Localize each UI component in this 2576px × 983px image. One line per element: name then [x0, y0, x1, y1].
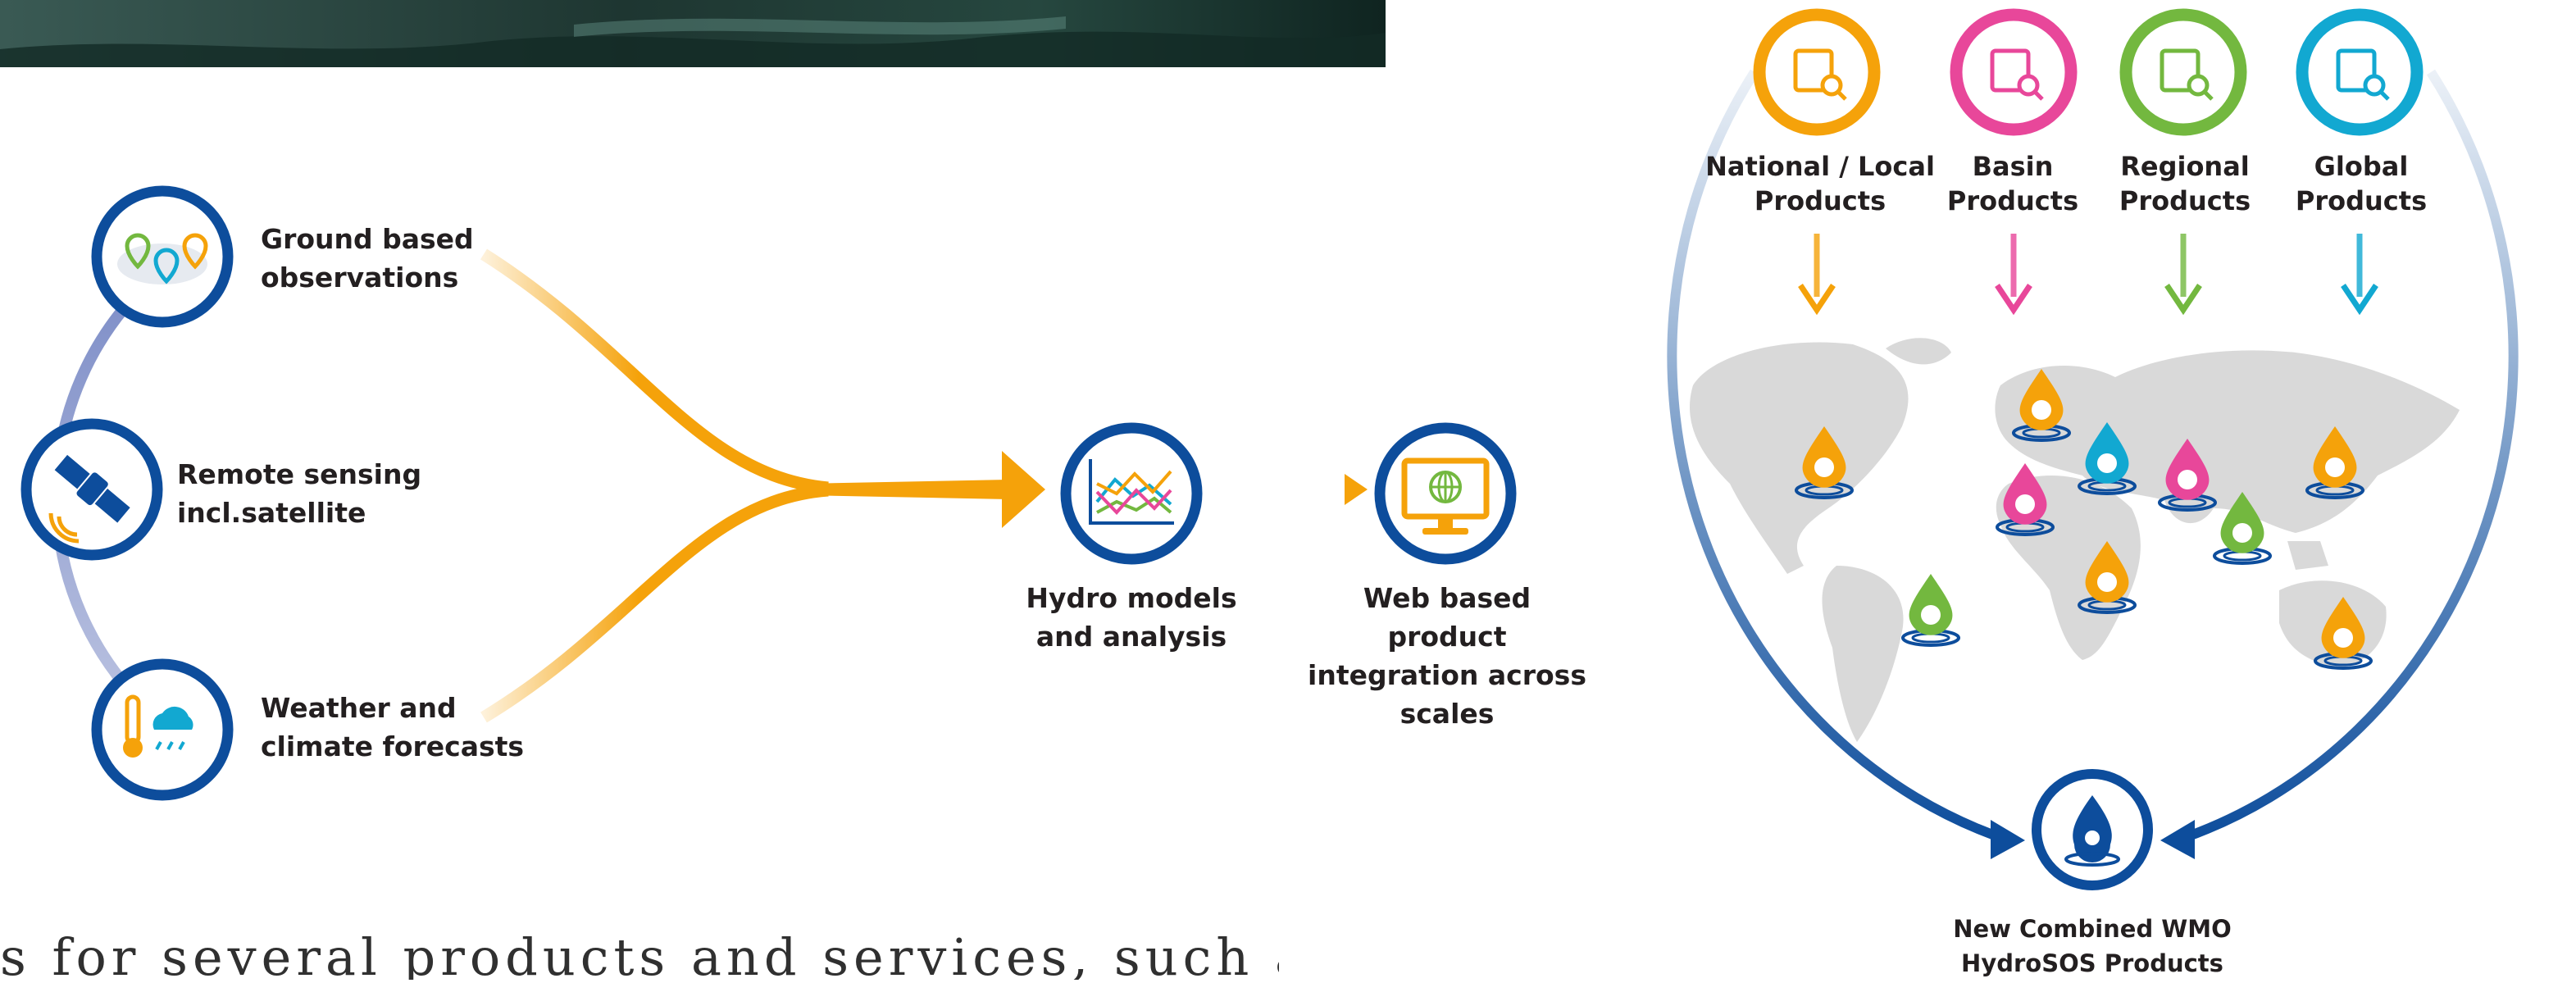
satellite-icon [54, 454, 130, 523]
globe-search-icon [2336, 48, 2390, 101]
chart-icon [1089, 459, 1174, 525]
product-label-global: Global Products [2292, 149, 2431, 218]
combined-circle [2032, 769, 2153, 890]
product-down-arrow [2164, 234, 2202, 316]
region-map-icon [2160, 48, 2214, 101]
product-label-line: Products [2295, 185, 2428, 216]
product-label-basin: Basin Products [1943, 149, 2082, 218]
product-down-arrow [2341, 234, 2378, 316]
web-integration-label: Web based product integration across sca… [1304, 579, 1591, 733]
source-label-weather: Weather and climate forecasts [261, 689, 524, 766]
map-pin [2078, 422, 2137, 495]
hydro-models-label: Hydro models and analysis [1008, 579, 1254, 656]
product-label-line: Products [1754, 185, 1886, 216]
combined-ring [1667, 69, 2519, 859]
source-label-line: Weather and [261, 692, 457, 724]
trees-icon [1990, 48, 2044, 101]
source-label-line: observations [261, 262, 459, 294]
flow-arrows [426, 248, 1368, 723]
map-pin [1795, 426, 1854, 499]
map-pin [2078, 541, 2137, 614]
product-down-arrow [1995, 234, 2032, 316]
source-label-remote: Remote sensing incl.satellite [177, 455, 421, 532]
product-down-arrow [1798, 234, 1836, 316]
product-label-line: Products [2119, 185, 2251, 216]
product-circle [1753, 8, 1881, 136]
map-pin [1996, 463, 2055, 536]
web-integration-line: integration across [1308, 659, 1586, 691]
product-circle [1950, 8, 2078, 136]
product-icons [1753, 8, 2424, 136]
product-circle [2119, 8, 2247, 136]
product-label-line: Regional [2120, 151, 2250, 182]
hydro-models-circle [1060, 422, 1203, 565]
combined-label-line: HydroSOS Products [1961, 949, 2223, 977]
source-ground-circle [91, 185, 234, 328]
source-label-line: Remote sensing [177, 458, 422, 490]
world-map [1690, 338, 2460, 742]
map-pin [1901, 574, 1960, 647]
map-pins-icon [125, 233, 208, 284]
product-label-regional: Regional Products [2111, 149, 2259, 218]
map-pin [2213, 492, 2272, 565]
product-label-line: National / Local [1705, 151, 1935, 182]
product-circle [2296, 8, 2424, 136]
product-label-line: Products [1946, 185, 2079, 216]
hydro-models-line: Hydro models [1026, 582, 1237, 614]
web-integration-line: Web based product [1363, 582, 1531, 653]
combined-label: New Combined WMO HydroSOS Products [1928, 912, 2256, 981]
map-pin [2158, 439, 2217, 512]
thermometer-cloud-icon [123, 694, 193, 758]
map-pin [2305, 426, 2364, 499]
product-arrows [1798, 234, 2378, 316]
web-integration-circle [1374, 422, 1517, 565]
combined-label-line: New Combined WMO [1953, 915, 2232, 943]
product-label-national: National / Local Products [1697, 149, 1943, 218]
product-label-line: Basin [1972, 151, 2054, 182]
monitor-globe-icon [1401, 457, 1490, 535]
map-pin [2314, 597, 2373, 670]
product-label-line: Global [2314, 151, 2409, 182]
source-label-line: Ground based [261, 223, 474, 255]
source-label-ground: Ground based observations [261, 220, 474, 297]
web-integration-line: scales [1400, 698, 1495, 730]
header-photo [0, 0, 1386, 67]
hydro-models-line: and analysis [1035, 621, 1227, 653]
source-remote-circle [20, 418, 163, 561]
source-label-line: climate forecasts [261, 730, 525, 762]
body-text: s for several products and services, suc… [0, 927, 1279, 980]
source-weather-circle [91, 658, 234, 801]
source-label-line: incl.satellite [177, 497, 366, 529]
map-search-icon [1793, 48, 1847, 101]
map-pin [2012, 369, 2071, 442]
map-pins [1795, 369, 2373, 670]
water-drop-icon [2064, 795, 2120, 867]
